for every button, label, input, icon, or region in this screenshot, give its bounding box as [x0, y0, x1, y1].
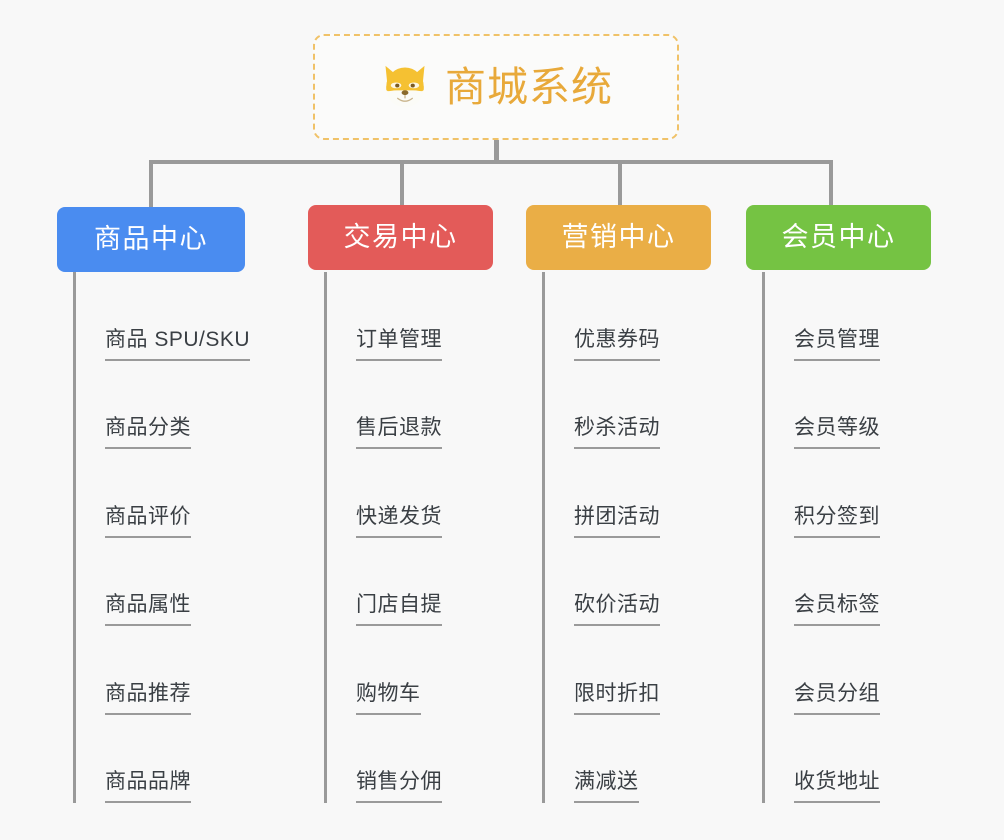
leaf-label: 会员分组: [794, 683, 880, 715]
leaf-label: 砍价活动: [574, 594, 660, 626]
category-header-交易中心[interactable]: 交易中心: [308, 205, 493, 270]
category-label: 商品中心: [94, 224, 208, 254]
leaf-item[interactable]: 商品品牌: [76, 715, 303, 803]
leaf-label: 会员标签: [794, 594, 880, 626]
leaf-item[interactable]: 收货地址: [765, 715, 992, 803]
connector-horizontal-bar: [149, 160, 833, 164]
category-header-商品中心[interactable]: 商品中心: [57, 207, 245, 272]
leaf-label: 商品分类: [105, 417, 191, 449]
leaf-label: 积分签到: [794, 506, 880, 538]
leaf-item[interactable]: 优惠券码: [545, 272, 772, 361]
leaf-item[interactable]: 售后退款: [327, 361, 554, 449]
leaf-label: 购物车: [356, 683, 421, 715]
leaf-label: 秒杀活动: [574, 417, 660, 449]
leaf-item[interactable]: 会员管理: [765, 272, 992, 361]
leaf-label: 商品 SPU/SKU: [105, 329, 251, 361]
leaf-label: 商品属性: [105, 594, 191, 626]
connector-drop-2: [400, 160, 404, 208]
leaf-label: 快递发货: [356, 506, 442, 538]
leaf-label: 收货地址: [794, 771, 880, 803]
leaf-label: 优惠券码: [574, 329, 660, 361]
category-header-会员中心[interactable]: 会员中心: [746, 205, 931, 270]
leaf-item[interactable]: 砍价活动: [545, 538, 772, 626]
leaf-label: 会员等级: [794, 417, 880, 449]
connector-root-stem: [494, 140, 499, 162]
connector-drop-1: [149, 160, 153, 208]
leaf-item[interactable]: 商品推荐: [76, 626, 303, 715]
leaf-item[interactable]: 商品属性: [76, 538, 303, 626]
leaf-item[interactable]: 商品 SPU/SKU: [76, 272, 303, 361]
leaf-label: 商品推荐: [105, 683, 191, 715]
leaf-label: 订单管理: [356, 329, 442, 361]
leaf-label: 商品品牌: [105, 771, 191, 803]
connector-drop-4: [829, 160, 833, 208]
leaf-item[interactable]: 商品评价: [76, 449, 303, 538]
leaf-item[interactable]: 会员标签: [765, 538, 992, 626]
root-node[interactable]: 商城系统: [313, 34, 679, 140]
leaf-label: 门店自提: [356, 594, 442, 626]
leaf-item[interactable]: 积分签到: [765, 449, 992, 538]
leaf-label: 会员管理: [794, 329, 880, 361]
leaf-item[interactable]: 销售分佣: [327, 715, 554, 803]
category-label: 会员中心: [781, 222, 896, 252]
leaf-label: 拼团活动: [574, 506, 660, 538]
leaf-item[interactable]: 商品分类: [76, 361, 303, 449]
leaf-item[interactable]: 秒杀活动: [545, 361, 772, 449]
leaf-item[interactable]: 拼团活动: [545, 449, 772, 538]
leaf-column-交易中心: 订单管理 售后退款 快递发货 门店自提 购物车 销售分佣: [324, 272, 554, 803]
leaf-column-会员中心: 会员管理 会员等级 积分签到 会员标签 会员分组 收货地址: [762, 272, 992, 803]
leaf-item[interactable]: 限时折扣: [545, 626, 772, 715]
leaf-label: 满减送: [574, 771, 639, 803]
shiba-dog-icon: [385, 65, 425, 108]
leaf-label: 商品评价: [105, 506, 191, 538]
leaf-item[interactable]: 购物车: [327, 626, 554, 715]
leaf-column-商品中心: 商品 SPU/SKU 商品分类 商品评价 商品属性 商品推荐 商品品牌: [73, 272, 303, 803]
leaf-item[interactable]: 会员等级: [765, 361, 992, 449]
leaf-label: 销售分佣: [356, 771, 442, 803]
leaf-item[interactable]: 满减送: [545, 715, 772, 803]
leaf-item[interactable]: 门店自提: [327, 538, 554, 626]
root-node-label: 商城系统: [445, 63, 613, 110]
leaf-item[interactable]: 会员分组: [765, 626, 992, 715]
connector-drop-3: [618, 160, 622, 208]
leaf-item[interactable]: 快递发货: [327, 449, 554, 538]
category-header-营销中心[interactable]: 营销中心: [526, 205, 711, 270]
leaf-column-营销中心: 优惠券码 秒杀活动 拼团活动 砍价活动 限时折扣 满减送: [542, 272, 772, 803]
leaf-item[interactable]: 订单管理: [327, 272, 554, 361]
leaf-label: 售后退款: [356, 417, 442, 449]
leaf-label: 限时折扣: [574, 683, 660, 715]
category-label: 营销中心: [561, 222, 676, 252]
category-label: 交易中心: [343, 222, 458, 252]
